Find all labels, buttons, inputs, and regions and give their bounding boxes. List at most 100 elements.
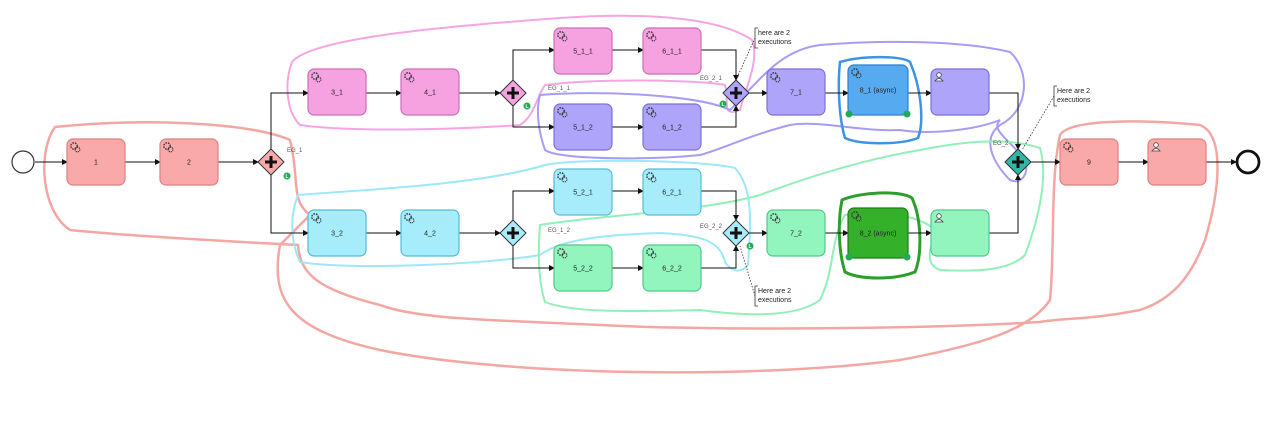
annotation-text-line1: here are 2 [758, 30, 790, 37]
task-t5-1-1[interactable]: 5_1_1 [553, 27, 613, 75]
task-u3[interactable] [1147, 138, 1207, 186]
gateway-eg1[interactable]: EG_1L [257, 148, 303, 180]
listener-badge-icon [845, 110, 853, 118]
gateway-label: EG_1 [287, 148, 303, 154]
task-box [159, 138, 219, 186]
task-t6-1-2[interactable]: 6_1_2 [642, 103, 702, 151]
task-label: 4_2 [424, 231, 436, 238]
gear-icon [855, 215, 862, 222]
task-label: 5_2_1 [573, 190, 593, 197]
task-u2[interactable] [930, 209, 990, 257]
gear-icon [167, 146, 174, 153]
task-t4-2[interactable]: 4_2 [400, 209, 460, 257]
user-icon [934, 213, 944, 223]
gear-icon [557, 172, 565, 180]
gear-icon [163, 142, 171, 150]
gear-icon [408, 76, 415, 83]
gateway-label: EG_2_1 [700, 76, 723, 82]
gear-icon [74, 146, 81, 153]
task-label: 6_2_2 [662, 266, 682, 273]
end-event[interactable] [1235, 149, 1261, 175]
flow-6-2-1-to-eg2-2 [701, 190, 739, 221]
tasks-layer: 1 2 3_1 4_1 5_1_1 6_1_1 5_1_2 6_1_2 7_1 8_1 (asyn… [66, 27, 1207, 292]
task-label: 1 [94, 160, 98, 167]
task-box [642, 168, 702, 216]
start-event[interactable] [11, 150, 35, 174]
task-label: 3_2 [331, 231, 343, 238]
gear-icon [770, 213, 778, 221]
gear-icon [650, 252, 657, 259]
task-box [847, 64, 909, 116]
gear-icon [1063, 142, 1071, 150]
gear-icon [408, 217, 415, 224]
gear-icon [315, 76, 322, 83]
user-icon [1151, 142, 1161, 152]
task-t8-1[interactable]: 8_1 (async) [845, 64, 911, 118]
listener-badge-icon [523, 102, 531, 110]
highlight-loop-green [537, 140, 1045, 316]
sequence-flows [35, 47, 1237, 271]
gateway-label: EG_1_2 [548, 228, 571, 234]
gear-icon [315, 217, 322, 224]
task-t8-2[interactable]: 8_2 (async) [845, 207, 911, 261]
listener-badge-icon [719, 100, 727, 108]
task-t6-2-2[interactable]: 6_2_2 [642, 244, 702, 292]
annotation-connector [739, 245, 756, 297]
annotation-text-line2: executions [758, 297, 792, 304]
flow-user2-to-eg2 [989, 174, 1021, 234]
task-t2[interactable]: 2 [159, 138, 219, 186]
gears-icon [851, 211, 862, 222]
gateway-label: EG_1_1 [548, 86, 571, 92]
gateway-eg1-1[interactable]: EG_1_1L [499, 79, 571, 110]
task-box [1147, 138, 1207, 186]
task-t5-2-2[interactable]: 5_2_2 [553, 244, 613, 292]
task-label: 8_2 (async) [860, 231, 897, 238]
gear-icon [650, 176, 657, 183]
gateway-eg2-1[interactable]: EG_2_1L [700, 76, 750, 108]
gear-icon [561, 176, 568, 183]
task-label: 6_1_2 [662, 125, 682, 132]
task-box [307, 68, 367, 116]
gears-icon [404, 213, 415, 224]
task-t3-1[interactable]: 3_1 [307, 68, 367, 116]
task-box [307, 209, 367, 257]
gears-icon [70, 142, 81, 153]
task-label: 9 [1087, 160, 1091, 167]
task-box [766, 209, 826, 257]
task-label: 6_1_1 [662, 49, 682, 56]
flow-6-1-1-to-eg2-1 [701, 49, 739, 81]
gear-icon [557, 31, 565, 39]
task-t7-1[interactable]: 7_1 [766, 68, 826, 116]
parallel-plus-icon [507, 227, 519, 239]
task-t5-2-1[interactable]: 5_2_1 [553, 168, 613, 216]
listener-badge-icon [903, 110, 911, 118]
task-label: 5_1_2 [573, 125, 593, 132]
flow-user1-to-eg2 [989, 92, 1021, 150]
gear-icon [650, 35, 657, 42]
gateway-label: EG_2 [993, 141, 1009, 147]
task-box [400, 209, 460, 257]
gateway-eg2[interactable]: EG_2 [993, 141, 1032, 176]
annotation-connector [1021, 95, 1055, 151]
task-t7-2[interactable]: 7_2 [766, 209, 826, 257]
gateway-eg1-2[interactable]: EG_1_2 [499, 219, 571, 247]
task-t9[interactable]: 9 [1059, 138, 1119, 186]
gateway-eg2-2[interactable]: EG_2_2L [700, 219, 754, 250]
task-u1[interactable] [930, 68, 990, 116]
highlight-loop-cyan [291, 159, 752, 272]
gear-icon [561, 252, 568, 259]
highlight-loop-dark-green [837, 191, 922, 280]
gears-icon [646, 107, 657, 118]
task-t5-1-2[interactable]: 5_1_2 [553, 103, 613, 151]
task-t3-2[interactable]: 3_2 [307, 209, 367, 257]
task-t4-1[interactable]: 4_1 [400, 68, 460, 116]
task-t6-2-1[interactable]: 6_2_1 [642, 168, 702, 216]
task-t1[interactable]: 1 [66, 138, 126, 186]
gears-icon [646, 248, 657, 259]
task-t6-1-1[interactable]: 6_1_1 [642, 27, 702, 75]
gateway-label: EG_2_2 [700, 224, 723, 230]
gear-icon [404, 213, 412, 221]
